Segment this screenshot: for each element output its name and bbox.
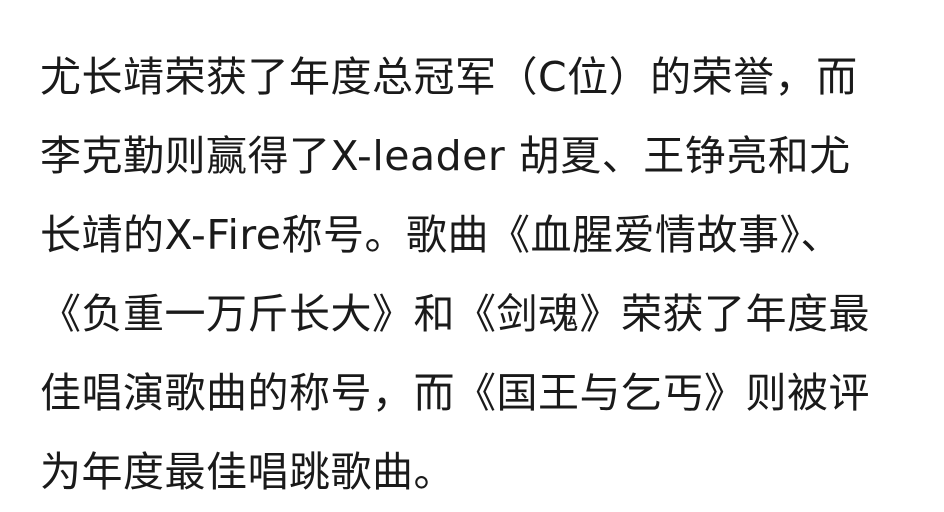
text-line-1: 尤长靖荣获了年度总冠军（C位）的荣誉，而 [40,53,858,101]
text-line-5: 佳唱演歌曲的称号，而《国王与乞丐》则被评 [40,369,870,417]
text-line-4: 《负重一万斤长大》和《剑魂》荣获了年度最 [40,290,870,338]
text-line-6: 为年度最佳唱跳歌曲。 [40,448,455,496]
article-text: 尤长靖荣获了年度总冠军（C位）的荣誉，而 李克勤则赢得了X-leader 胡夏、… [40,38,920,512]
text-line-2: 李克勤则赢得了X-leader 胡夏、王铮亮和尤 [40,132,851,180]
text-line-3: 长靖的X-Fire称号。歌曲《血腥爱情故事》、 [40,211,843,259]
